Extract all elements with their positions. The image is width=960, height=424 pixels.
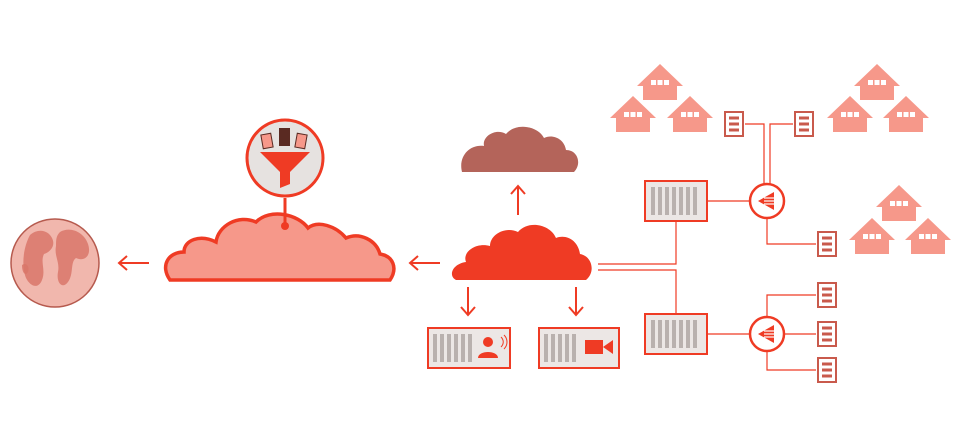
router-icon	[816, 230, 838, 258]
antenna-icon	[748, 182, 786, 220]
house-icon	[667, 96, 713, 132]
arrow-to-upstream-cloud	[510, 184, 526, 215]
router-icon	[793, 110, 815, 138]
router-icon	[816, 356, 838, 384]
house-icon	[905, 218, 951, 254]
upper-distribution-lines	[745, 123, 816, 245]
house-icon	[610, 96, 656, 132]
router-icon	[816, 320, 838, 348]
arrow-to-internet-cloud	[408, 255, 440, 271]
switch-icon	[644, 180, 708, 222]
router-icon	[723, 110, 745, 138]
house-icon	[876, 185, 922, 221]
switch-antenna-lines	[707, 200, 750, 335]
isp-connection-lines	[598, 222, 677, 314]
upstream-cloud	[461, 126, 579, 172]
video-camera-icon	[585, 340, 613, 354]
arrow-to-person-device	[460, 287, 476, 317]
globe-icon	[10, 218, 100, 308]
router-icon	[816, 281, 838, 309]
person-device	[427, 327, 511, 369]
antenna-icon	[748, 315, 786, 353]
house-icon	[637, 64, 683, 100]
internet-cloud	[163, 212, 396, 282]
house-icon	[854, 64, 900, 100]
arrow-to-globe	[117, 255, 149, 271]
switch-icon	[644, 313, 708, 355]
isp-cloud	[451, 224, 592, 280]
filter-funnel-icon	[245, 118, 325, 230]
house-icon	[849, 218, 895, 254]
arrow-to-camera-device	[568, 287, 584, 317]
lower-distribution-lines	[766, 294, 816, 371]
house-icon	[827, 96, 873, 132]
house-icon	[883, 96, 929, 132]
person-icon	[478, 334, 508, 358]
camera-device	[538, 327, 620, 369]
